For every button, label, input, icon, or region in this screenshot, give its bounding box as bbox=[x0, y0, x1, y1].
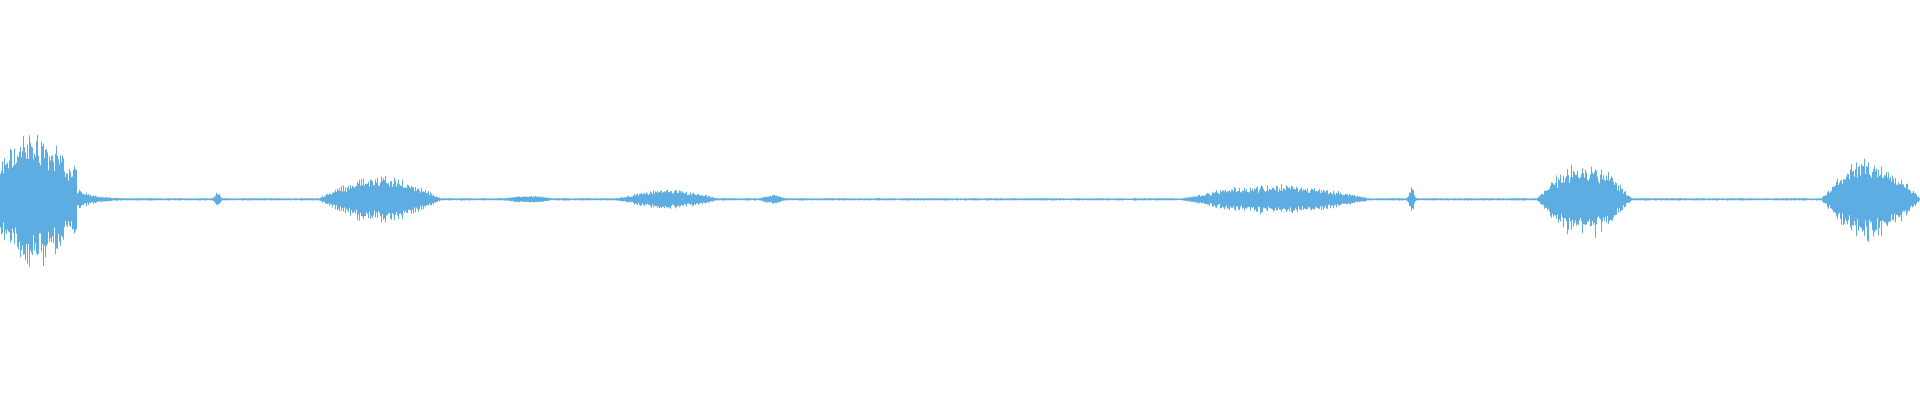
waveform-path bbox=[0, 135, 1920, 267]
waveform-trace bbox=[0, 135, 1920, 267]
